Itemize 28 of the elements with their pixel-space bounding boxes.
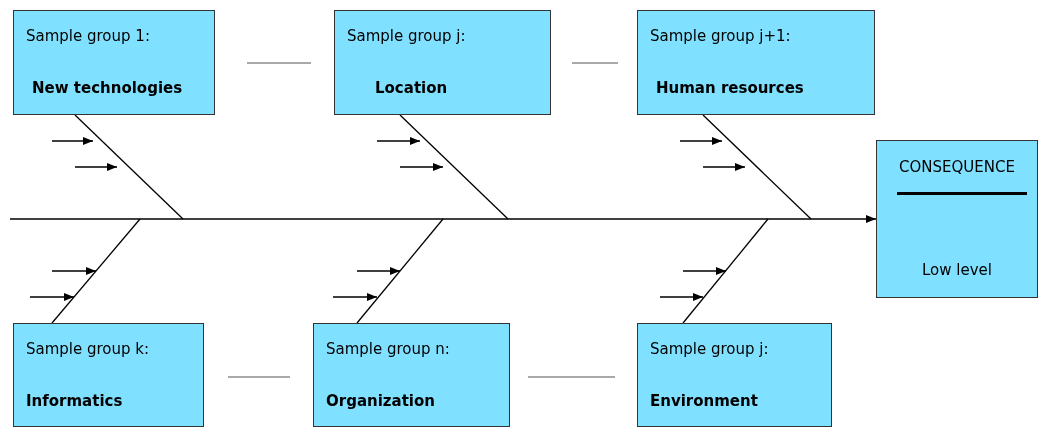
group-heading: Sample group n: bbox=[326, 340, 450, 358]
group-name: Environment bbox=[650, 392, 758, 410]
group-name: New technologies bbox=[32, 79, 183, 97]
consequence-box bbox=[876, 140, 1038, 298]
bone-line bbox=[682, 218, 769, 324]
group-heading: Sample group 1: bbox=[26, 27, 150, 45]
cause-box bbox=[637, 323, 832, 427]
group-heading: Sample group k: bbox=[26, 340, 150, 358]
cause-box bbox=[13, 323, 204, 427]
bone-line bbox=[399, 114, 509, 220]
bone-line bbox=[74, 114, 184, 220]
spine-arrow bbox=[9, 215, 877, 223]
cause-box bbox=[313, 323, 510, 427]
cause-box bbox=[13, 10, 215, 115]
bone-line bbox=[356, 218, 444, 324]
consequence-heading: CONSEQUENCE bbox=[898, 158, 1016, 176]
group-name: Location bbox=[375, 79, 448, 97]
group-name: Human resources bbox=[656, 79, 804, 97]
bone-line bbox=[51, 218, 141, 324]
group-name: Organization bbox=[326, 392, 435, 410]
consequence-value: Low level bbox=[921, 261, 993, 279]
cause-box bbox=[637, 10, 875, 115]
group-heading: Sample group j: bbox=[347, 27, 466, 45]
group-heading: Sample group j: bbox=[650, 340, 769, 358]
group-name: Informatics bbox=[26, 392, 123, 410]
group-heading: Sample group j+1: bbox=[650, 27, 791, 45]
bone-line bbox=[702, 114, 812, 220]
cause-box bbox=[334, 10, 551, 115]
